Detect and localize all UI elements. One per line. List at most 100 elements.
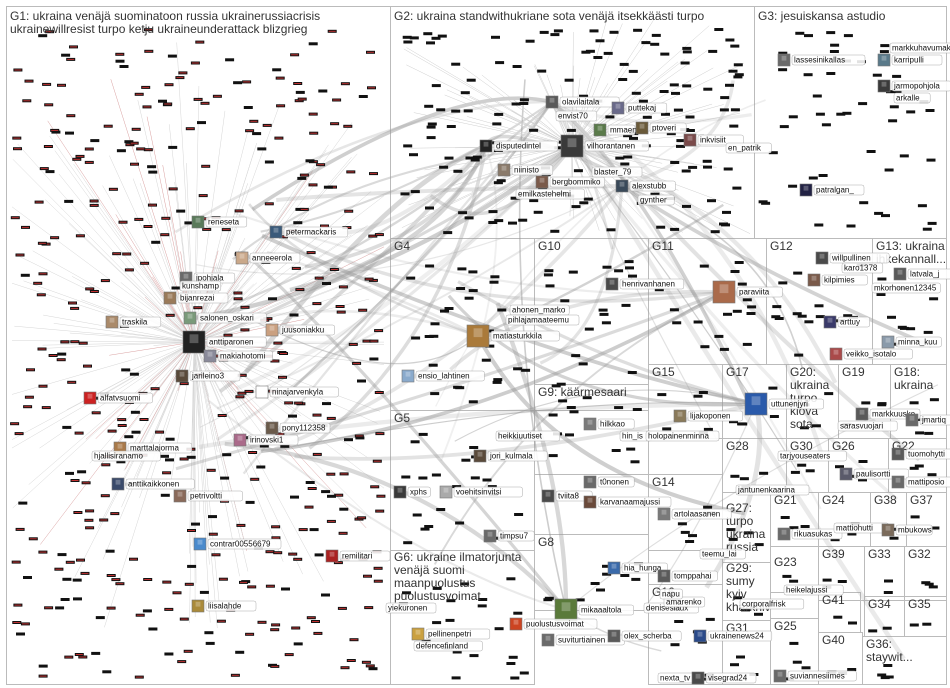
node-ensio_lahtinen[interactable]: ensio_lahtinen [401,369,485,383]
node-tarjyouseaters[interactable]: tarjyouseaters [777,450,847,462]
node-puolustusvoimat[interactable]: puolustusvoimat [509,617,598,631]
node-timpsu7[interactable]: timpsu7 [483,529,535,543]
node-yiekuronen[interactable]: yiekuronen [385,602,437,614]
node-niinisto[interactable]: niinisto [497,163,554,177]
node-blaster_79[interactable]: blaster_79 [591,166,643,178]
node-anneeerola[interactable]: anneeerola [235,251,301,265]
node-label-bg [269,386,339,398]
avatar-face [881,55,887,61]
node-ahonen_marko[interactable]: ahonen_marko [509,304,570,316]
node-remilitari[interactable]: remilitari [325,549,391,563]
node-karo1378[interactable]: karo1378 [841,262,884,274]
node-bergbommiko[interactable]: bergbommiko [535,175,605,189]
node-alexstubb[interactable]: alexstubb [615,179,676,193]
node-mikaaaltola[interactable]: mikaaaltola [554,598,634,622]
node-disputedintel[interactable]: disputedintel [479,139,559,153]
node-makiahotomi[interactable]: makiahotomi [203,349,273,363]
node-mattiohutti[interactable]: mattiohutti [833,522,889,534]
node-petrivoltti[interactable]: petrivoltti [173,489,243,503]
node-mattiposio[interactable]: mattiposio [891,475,950,489]
node-kunshamp[interactable]: kunshamp [179,280,222,292]
node-pellinenpetri[interactable]: pellinenpetri [411,627,491,641]
node-paraviita[interactable]: paraviita [712,280,783,304]
node-olavilaitala[interactable]: olavilaitala [545,95,620,109]
node-latvala_j[interactable]: latvala_j [893,267,950,281]
node-anttikaikkonen[interactable]: anttikaikkonen [111,477,195,491]
node-sarasvuojari[interactable]: sarasvuojari [837,420,898,432]
node-ninajarvenkyla[interactable]: ninajarvenkyla [255,385,339,399]
node-suviturtiainen[interactable]: suviturtiainen [541,633,625,647]
node-anttiparonen[interactable]: anttiparonen [182,330,267,354]
node-minna_kuu[interactable]: minna_kuu [881,335,942,349]
node-matiasturkkila[interactable]: matiasturkkila [466,324,560,348]
node-tviita8[interactable]: tviita8 [541,489,593,503]
node-mbukows[interactable]: mbukows [881,523,933,537]
node-petermackaris[interactable]: petermackaris [269,225,349,239]
node-suviannesiimes[interactable]: suviannesiimes [773,669,857,683]
node-teemu_lai[interactable]: teemu_lai [699,548,746,560]
node-hilkkao[interactable]: hilkkao [583,417,635,431]
node-gynther[interactable]: gynther [637,194,675,206]
node-henrivanhanen[interactable]: henrivanhanen [605,277,685,291]
group-title-G12: G12 [770,239,793,253]
node-t0nonen[interactable]: t0nonen [583,475,635,489]
node-ukrainenews24[interactable]: ukrainenews24 [693,629,773,643]
node-corporalfrisk[interactable]: corporalfrisk [739,598,805,610]
node-artolaasanen[interactable]: artolaasanen [657,507,732,521]
node-kilpimies[interactable]: kilpimies [807,273,868,287]
node-amarenko[interactable]: amarenko [663,596,706,608]
node-uttunenjyri[interactable]: uttunenjyri [744,392,824,416]
node-bijanrezai[interactable]: bijanrezai [163,291,229,305]
node-ptoveri[interactable]: ptoveri [635,121,687,135]
node-olex_scherba[interactable]: olex_scherba [607,629,682,643]
node-puttekaj[interactable]: puttekaj [611,101,668,115]
node-liisalahde[interactable]: liisalahde [191,599,257,613]
node-envist70[interactable]: envist70 [555,110,598,122]
node-reneseta[interactable]: reneseta [191,215,248,229]
node-arttuy[interactable]: arttuy [823,315,870,329]
node-contrar00556679[interactable]: contrar00556679 [193,537,282,551]
node-irinovski1[interactable]: irinovski1 [233,433,299,447]
node-heikkiuutiset[interactable]: heikkiuutiset [495,430,561,442]
node-patralgan_[interactable]: patralgan_ [799,183,865,197]
node-jarmopohjola[interactable]: jarmopohjola [877,79,950,93]
node-defencefinland[interactable]: defencefinland [413,640,483,652]
node-voehitsinvitsi[interactable]: voehitsinvitsi [439,485,523,499]
node-label: irinovski1 [250,436,284,445]
node-pihlajamaateemu[interactable]: pihlajamaateemu [505,314,580,326]
node-veikko_isotalo[interactable]: veikko_isotalo [829,347,913,361]
node-alfatvsuomi[interactable]: alfatvsuomi [83,391,153,405]
node-tomppahai[interactable]: tomppahai [657,569,718,583]
node-heikelajussi[interactable]: heikelajussi [783,584,844,596]
node-markkuhavumaki[interactable]: markkuhavumaki [889,42,950,54]
node-xphs[interactable]: xphs [393,485,431,499]
node-salonen_oskari[interactable]: salonen_oskari [183,311,267,325]
node-inkvisiit[interactable]: inkvisiit [683,133,744,147]
node-willpullinen[interactable]: willpullinen [815,251,890,265]
node-karripulli[interactable]: karripulli [877,53,943,67]
node-mkorhonen12345[interactable]: mkorhonen12345 [871,282,941,294]
node-mmaen[interactable]: mmaen [593,123,637,137]
node-traskila[interactable]: traskila [105,315,162,329]
node-juusoniakku[interactable]: juusoniakku [265,323,335,337]
edge-bundle [571,145,798,471]
node-lassesinikallas[interactable]: lassesinikallas [777,53,866,67]
node-en_patrik[interactable]: en_patrik [725,142,772,154]
node-vilhorantanen[interactable]: vilhorantanen [560,134,650,158]
node-jmartiq[interactable]: jmartiq [905,413,950,427]
node-lijakoponen[interactable]: lijakoponen [673,409,743,423]
node-visegrad24[interactable]: visegrad24 [691,671,757,685]
node-arkalle[interactable]: arkalle [893,92,931,104]
node-napu[interactable]: napu [659,588,683,600]
node-karvanaamajussi[interactable]: karvanaamajussi [583,495,672,509]
node-emilkastehelmi[interactable]: emilkastehelmi [515,188,585,200]
node-holopainenminna[interactable]: holopainenminna [645,430,720,442]
node-hjallisiranamo[interactable]: hjallisiranamo [91,450,161,462]
node-jori_kulmala[interactable]: jori_kulmala [473,449,548,463]
node-pony112358[interactable]: pony112358 [265,421,331,435]
node-jarileino3[interactable]: jarileino3 [175,369,241,383]
node-rikuasukas[interactable]: rikuasukas [777,527,843,541]
node-jantunenkaarina[interactable]: jantunenkaarina [735,484,810,496]
node-tuomohytti[interactable]: tuomohytti [891,447,950,461]
node-hia_hunga[interactable]: hia_hunga [607,561,668,575]
